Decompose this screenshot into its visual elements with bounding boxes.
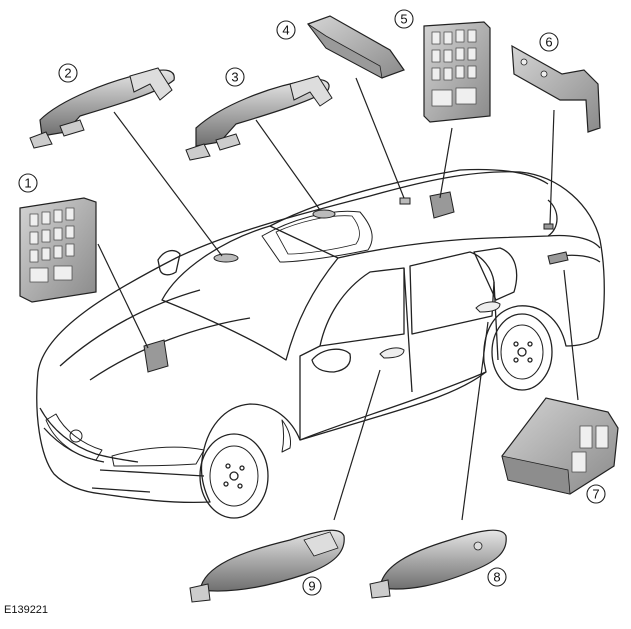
svg-text:4: 4 — [282, 23, 289, 38]
svg-text:5: 5 — [400, 12, 407, 27]
exterior-handle-9 — [189, 529, 345, 603]
svg-text:7: 7 — [592, 487, 599, 502]
svg-text:2: 2 — [64, 66, 71, 81]
callout-1: 1 — [18, 173, 38, 193]
callout-3: 3 — [225, 67, 245, 87]
car-door-handle-rear — [475, 301, 501, 313]
callout-2: 2 — [58, 63, 78, 83]
leader-lines — [97, 77, 579, 521]
rear-junction-box-5 — [423, 21, 491, 123]
svg-text:1: 1 — [24, 176, 31, 191]
exterior-handle-2 — [29, 67, 175, 149]
callout-4: 4 — [276, 20, 296, 40]
roof-module-4 — [307, 15, 405, 79]
svg-text:9: 9 — [308, 579, 315, 594]
exterior-handle-8 — [369, 529, 507, 599]
car-outline — [36, 168, 605, 504]
callout-5: 5 — [394, 9, 414, 29]
car-fusebox-rear — [429, 191, 455, 219]
car-fusebox-front — [143, 339, 169, 373]
callout-6: 6 — [539, 32, 559, 52]
car-module-boot — [543, 223, 554, 230]
svg-text:8: 8 — [493, 570, 500, 585]
exterior-handle-3 — [185, 75, 333, 161]
svg-text:3: 3 — [231, 70, 238, 85]
car-antenna-sunroof — [312, 209, 336, 219]
car-module-rear-side — [547, 251, 569, 265]
car-antenna-front — [213, 253, 239, 263]
figure-id: E139221 — [4, 604, 49, 616]
svg-text:6: 6 — [545, 35, 552, 50]
callout-7: 7 — [586, 484, 606, 504]
callout-8: 8 — [487, 567, 507, 587]
front-junction-box — [19, 197, 97, 303]
control-module-7 — [501, 397, 619, 495]
rear-wheel — [491, 313, 553, 391]
rear-module-6 — [511, 44, 601, 133]
car-door-handle-front — [379, 347, 405, 359]
front-wheel — [199, 433, 269, 519]
car-module-roof — [399, 197, 411, 205]
callout-9: 9 — [302, 576, 322, 596]
